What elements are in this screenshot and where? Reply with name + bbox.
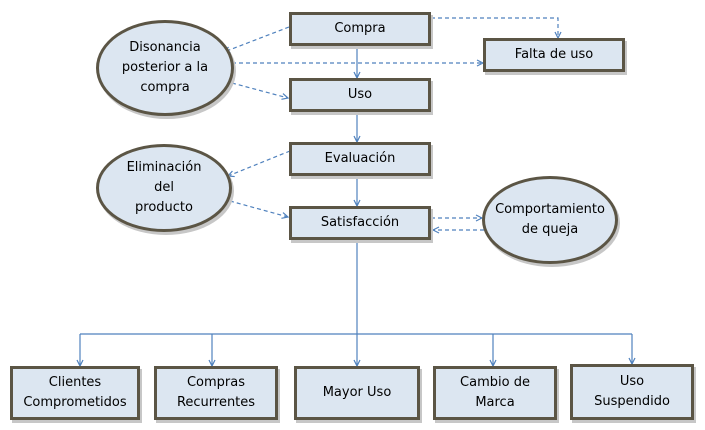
outcome-1-line-2: Comprometidos <box>23 395 127 410</box>
outcome-4-line-2: Marca <box>475 395 515 410</box>
outcome-2-line-1: Compras <box>186 375 246 390</box>
node-evaluacion: Evaluación <box>289 142 431 176</box>
node-disonancia-line-3: compra <box>140 80 190 95</box>
node-uso-label: Uso <box>347 87 373 102</box>
node-compra: Compra <box>289 12 431 46</box>
outcome-clientes-comprometidos: Clientes Comprometidos <box>10 366 140 420</box>
node-disonancia: Disonancia posterior a la compra <box>96 20 234 116</box>
outcome-uso-suspendido: Uso Suspendido <box>570 364 694 420</box>
arrow-compra-falta-uso <box>431 17 558 38</box>
outcome-5-line-2: Suspendido <box>594 394 670 409</box>
node-satisfaccion: Satisfacción <box>289 206 431 240</box>
outcome-mayor-uso: Mayor Uso <box>294 366 420 420</box>
outcome-3-line-1: Mayor Uso <box>322 385 392 400</box>
outcome-compras-recurrentes: Compras Recurrentes <box>154 366 278 420</box>
arrow-disonancia-uso <box>231 82 288 98</box>
outcome-2-line-2: Recurrentes <box>176 395 256 410</box>
node-falta-de-uso-label: Falta de uso <box>514 47 594 62</box>
arrow-evaluacion-eliminacion <box>228 150 291 176</box>
node-compra-label: Compra <box>334 21 386 36</box>
node-disonancia-line-2: posterior a la <box>121 60 209 75</box>
outcome-4-line-1: Cambio de <box>460 375 530 390</box>
node-eliminacion-line-1: Eliminación <box>126 160 202 175</box>
node-comportamiento-queja: Comportamiento de queja <box>482 176 618 264</box>
node-eliminacion-line-2: del <box>154 180 174 195</box>
node-eliminacion-line-3: producto <box>135 200 193 215</box>
outcome-cambio-de-marca: Cambio de Marca <box>433 366 557 420</box>
node-queja-line-1: Comportamiento <box>495 202 605 217</box>
node-queja-line-2: de queja <box>521 222 579 237</box>
node-falta-de-uso: Falta de uso <box>483 38 625 72</box>
node-eliminacion: Eliminación del producto <box>96 144 232 232</box>
node-uso: Uso <box>289 78 431 112</box>
outcome-1-line-1: Clientes <box>48 375 102 390</box>
node-evaluacion-label: Evaluación <box>324 151 396 166</box>
outcome-5-line-1: Uso <box>619 374 645 389</box>
node-satisfaccion-label: Satisfacción <box>320 215 400 230</box>
arrow-compra-disonancia <box>224 26 290 52</box>
node-disonancia-line-1: Disonancia <box>129 40 201 55</box>
arrow-eliminacion-satisfaccion <box>229 200 288 217</box>
